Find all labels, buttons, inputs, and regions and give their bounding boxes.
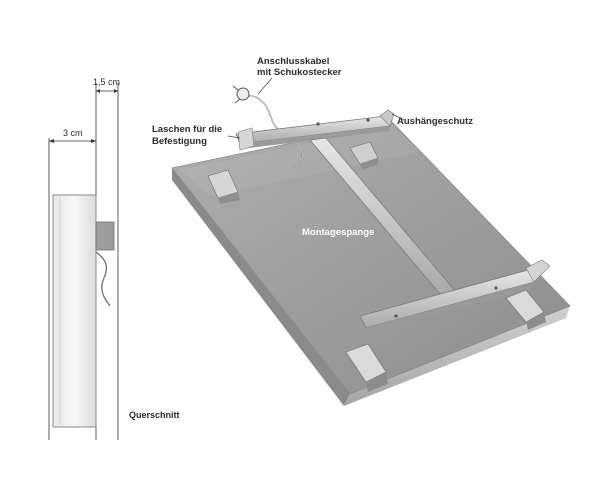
label-anschlusskabel-1: Anschlusskabel bbox=[257, 56, 330, 67]
cross-section-cable bbox=[95, 251, 111, 307]
mounting-bracket bbox=[235, 109, 551, 334]
cross-section-bracket bbox=[95, 221, 115, 251]
label-aushaengeschutz: Aushängeschutz bbox=[397, 116, 474, 127]
label-montagespange: Montagespange bbox=[302, 227, 375, 238]
label-laschen-2: Befestigung bbox=[152, 136, 207, 147]
leader-lines bbox=[227, 77, 405, 139]
label-querschnitt: Querschnitt bbox=[129, 410, 180, 420]
dim-label-3cm: 3 cm bbox=[63, 128, 83, 138]
label-laschen-1: Laschen für die bbox=[152, 124, 223, 135]
label-anschlusskabel-2: mit Schukostecker bbox=[257, 67, 342, 78]
cross-section bbox=[48, 83, 119, 440]
dim-label-1-5cm: 1,5 cm bbox=[93, 77, 121, 87]
plug-icon bbox=[236, 87, 250, 101]
heater-panel bbox=[171, 121, 571, 406]
fastening-tabs bbox=[207, 127, 546, 392]
cross-section-panel bbox=[52, 194, 97, 428]
